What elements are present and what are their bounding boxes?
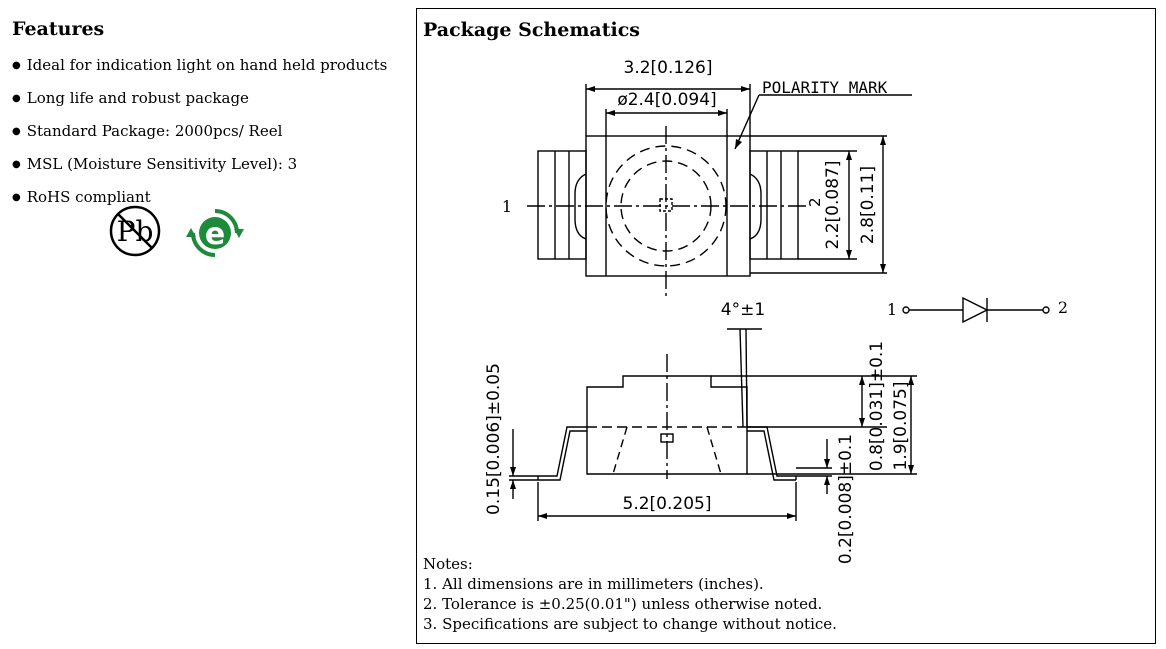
features-list: Ideal for indication light on hand held … [12, 50, 407, 215]
polarity-mark-label: POLARITY MARK [762, 78, 888, 97]
features-title: Features [12, 18, 105, 40]
width-dim-label: 3.2[0.126] [624, 58, 713, 78]
feature-item: Standard Package: 2000pcs/ Reel [12, 116, 407, 149]
top-height-dim-label: 0.8[0.031]±0.1 [867, 341, 887, 471]
lens-dim-label: ø2.4[0.094] [617, 90, 716, 110]
pin1-label: 1 [502, 197, 512, 216]
left-lead [537, 150, 587, 260]
right-lead [749, 150, 799, 260]
total-height-dim-label: 1.9[0.075] [891, 382, 911, 471]
length-dim-label: 5.2[0.205] [623, 494, 712, 514]
rohs-e-icon: e [186, 209, 244, 257]
notes-section: Notes: 1. All dimensions are in millimet… [423, 554, 837, 634]
pb-free-icon: Pb [109, 205, 161, 257]
compliance-badges: Pb e [108, 205, 258, 264]
standoff-dim-label: 0.2[0.008]±0.1 [836, 434, 856, 564]
pin2-label: 2 [806, 197, 824, 207]
feature-item: MSL (Moisture Sensitivity Level): 3 [12, 149, 407, 182]
note-item: 2. Tolerance is ±0.25(0.01") unless othe… [423, 595, 823, 613]
schematics-title: Package Schematics [423, 19, 640, 41]
package-drawing: 3.2[0.126] ø2.4[0.094] POLARITY MARK 1 2… [484, 58, 1068, 564]
outer-height-dim-label: 2.8[0.11] [858, 166, 878, 244]
angle-dim-label: 4°±1 [721, 300, 765, 320]
package-schematics-panel: Package Schematics [416, 8, 1156, 644]
feature-item: Ideal for indication light on hand held … [12, 50, 407, 83]
lead-thickness-dim-label: 0.15[0.006]±0.05 [484, 363, 504, 515]
feature-item: RoHS compliant [12, 182, 407, 215]
features-section: Features Ideal for indication light on h… [12, 18, 407, 215]
feature-item: Long life and robust package [12, 83, 407, 116]
note-item: 1. All dimensions are in millimeters (in… [423, 575, 764, 593]
notes-heading: Notes: [423, 555, 473, 573]
diode-cathode-label: 2 [1058, 298, 1068, 317]
inner-height-dim-label: 2.2[0.087] [823, 161, 843, 250]
rohs-letter: e [205, 217, 225, 252]
diode-anode-label: 1 [887, 300, 897, 319]
note-item: 3. Specifications are subject to change … [423, 615, 837, 633]
